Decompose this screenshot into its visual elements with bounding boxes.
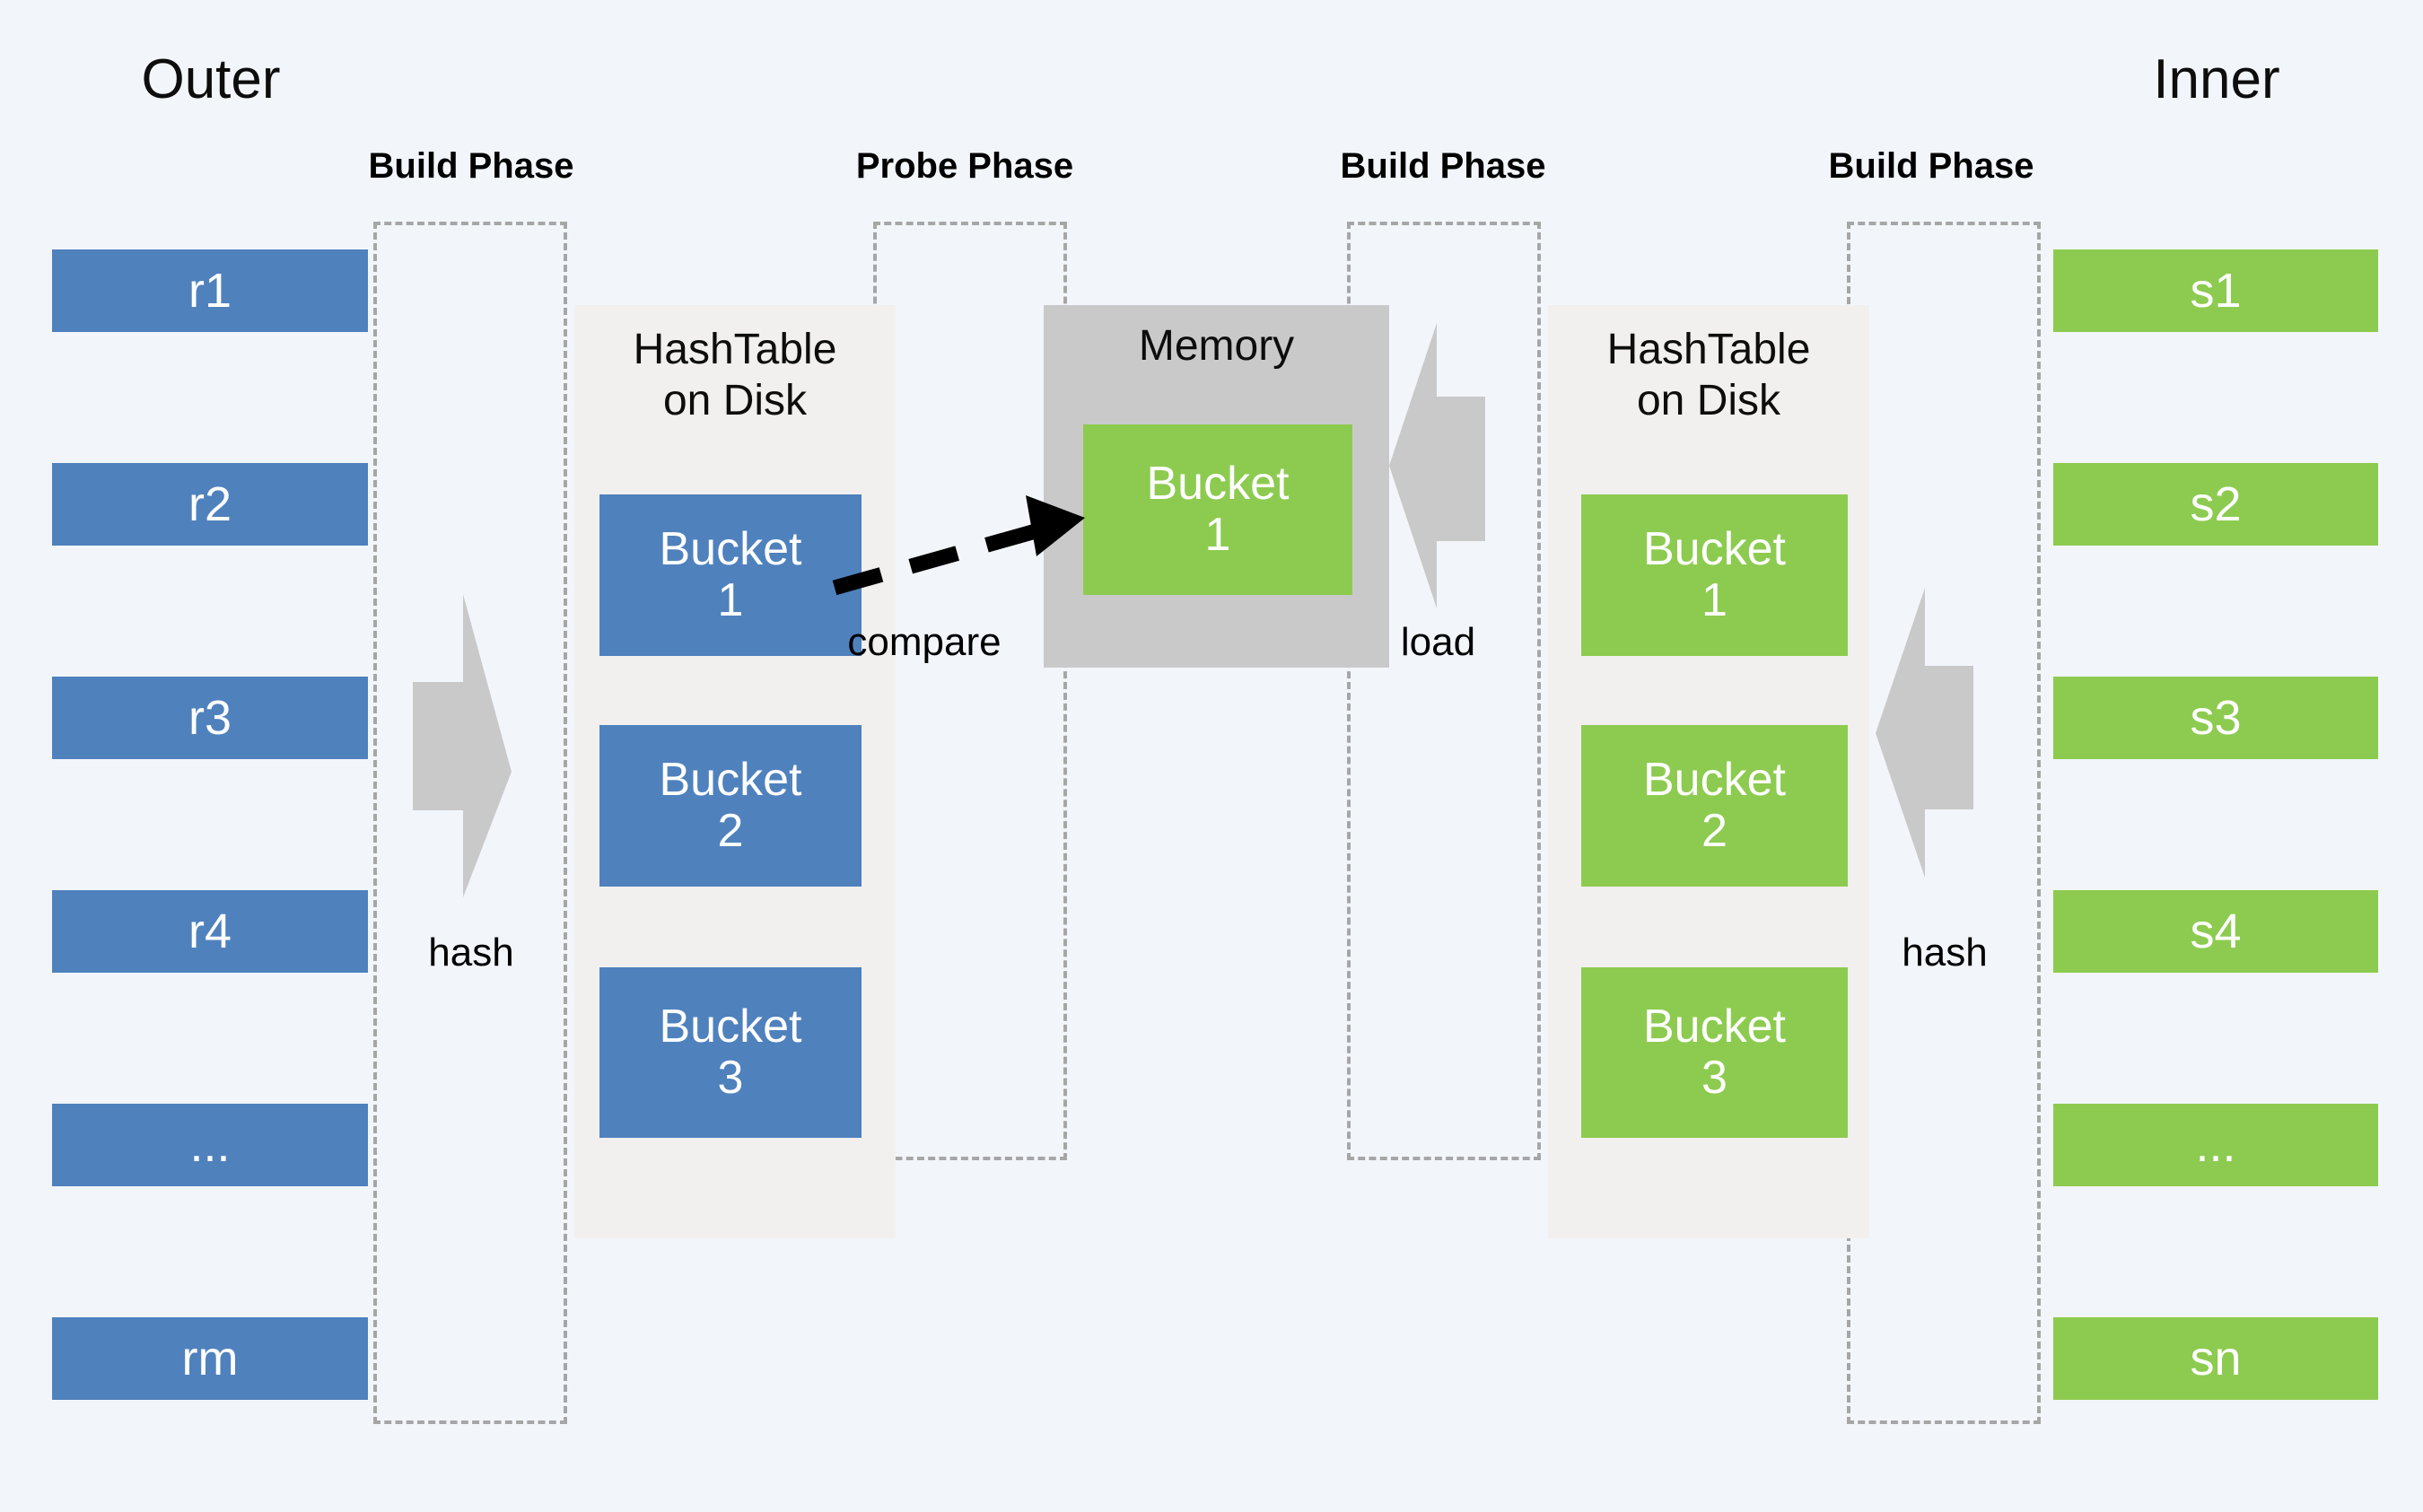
right-bucket-label: Bucket 3 xyxy=(1643,1000,1786,1104)
phase-title-build-3: Build Phase xyxy=(1828,146,2034,186)
left-bucket-label: Bucket 3 xyxy=(659,1000,802,1104)
inner-record-block: ... xyxy=(2053,1104,2378,1186)
left-bucket-tile: Bucket 2 xyxy=(599,725,862,887)
right-hashtable-caption: HashTable on Disk xyxy=(1606,326,1811,424)
outer-record-block: r1 xyxy=(52,249,368,332)
hash-label-left: hash xyxy=(428,931,514,974)
inner-title: Inner xyxy=(2153,48,2280,110)
inner-record-block: s1 xyxy=(2053,249,2378,332)
inner-record-block: s3 xyxy=(2053,677,2378,759)
inner-record-label: ... xyxy=(2195,1118,2236,1172)
inner-record-label: s1 xyxy=(2190,264,2242,318)
inner-record-block: s4 xyxy=(2053,890,2378,973)
inner-record-label: s3 xyxy=(2190,691,2242,745)
right-bucket-label: Bucket 2 xyxy=(1643,753,1786,857)
outer-record-block: r4 xyxy=(52,890,368,973)
inner-record-label: s4 xyxy=(2190,905,2242,958)
phase-region-build-3 xyxy=(1847,222,2041,1424)
phase-region-probe xyxy=(873,222,1067,1160)
outer-record-block: rm xyxy=(52,1317,368,1400)
outer-record-block: ... xyxy=(52,1104,368,1186)
outer-record-label: r2 xyxy=(188,477,232,531)
memory-bucket-label: Bucket 1 xyxy=(1146,457,1290,561)
outer-record-block: r2 xyxy=(52,463,368,546)
hash-label-right: hash xyxy=(1902,931,1988,974)
memory-bucket-tile: Bucket 1 xyxy=(1083,424,1352,595)
inner-record-label: s2 xyxy=(2190,477,2242,531)
outer-record-label: r3 xyxy=(188,691,232,745)
left-bucket-tile: Bucket 3 xyxy=(599,967,862,1138)
outer-record-block: r3 xyxy=(52,677,368,759)
outer-record-label: r4 xyxy=(188,905,232,958)
compare-label: compare xyxy=(847,620,1002,664)
outer-record-label: rm xyxy=(181,1332,239,1385)
phase-title-build-1: Build Phase xyxy=(368,146,574,186)
right-bucket-tile: Bucket 2 xyxy=(1581,725,1848,887)
inner-record-block: sn xyxy=(2053,1317,2378,1400)
phase-title-probe: Probe Phase xyxy=(855,146,1074,186)
load-label: load xyxy=(1400,620,1476,664)
outer-title: Outer xyxy=(141,48,281,110)
left-bucket-tile: Bucket 1 xyxy=(599,494,862,656)
phase-title-build-2: Build Phase xyxy=(1340,146,1546,186)
right-bucket-tile: Bucket 3 xyxy=(1581,967,1848,1138)
left-hashtable-caption: HashTable on Disk xyxy=(633,326,837,424)
outer-record-label: r1 xyxy=(188,264,232,318)
outer-record-label: ... xyxy=(189,1118,231,1172)
left-bucket-label: Bucket 1 xyxy=(659,522,802,626)
right-bucket-label: Bucket 1 xyxy=(1643,522,1786,626)
inner-record-label: sn xyxy=(2190,1332,2242,1385)
inner-record-block: s2 xyxy=(2053,463,2378,546)
phase-region-build-2 xyxy=(1347,222,1541,1160)
phase-region-build-1 xyxy=(373,222,567,1424)
right-bucket-tile: Bucket 1 xyxy=(1581,494,1848,656)
memory-caption: Memory xyxy=(1138,322,1295,370)
left-bucket-label: Bucket 2 xyxy=(659,753,802,857)
